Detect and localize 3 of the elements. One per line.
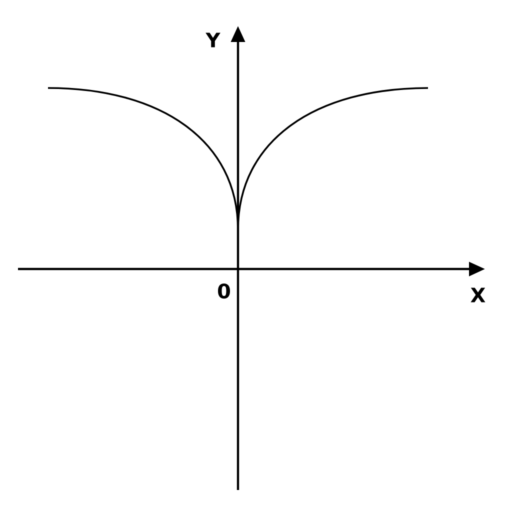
axis-label: Y	[206, 32, 220, 48]
axis-label: 0	[218, 283, 230, 299]
axis-label: X	[470, 288, 486, 302]
